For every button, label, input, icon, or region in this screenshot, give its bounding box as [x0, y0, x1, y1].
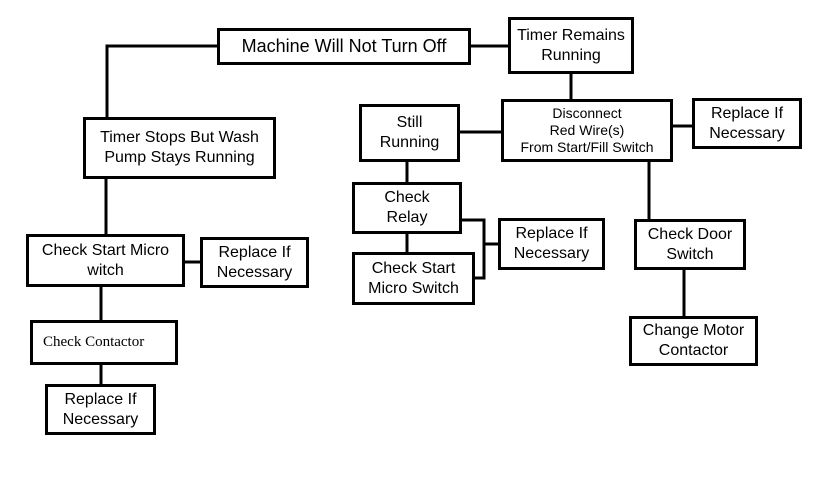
node-change-motor-contactor: Change Motor Contactor [629, 316, 758, 366]
node-check-door-switch: Check Door Switch [634, 219, 746, 270]
node-disconnect-red-wires: Disconnect Red Wire(s) From Start/Fill S… [501, 99, 673, 162]
node-check-contactor: Check Contactor [30, 320, 178, 365]
node-replace-if-necessary-bottom: Replace If Necessary [45, 384, 156, 435]
node-machine-will-not-turn-off: Machine Will Not Turn Off [217, 28, 471, 65]
node-still-running: Still Running [359, 104, 460, 162]
node-check-relay: Check Relay [352, 182, 462, 234]
node-check-start-micro-switch-left: Check Start Micro witch [26, 234, 185, 287]
node-replace-if-necessary-left: Replace If Necessary [200, 237, 309, 288]
connector-line [105, 44, 219, 118]
node-timer-stops-wash-pump-running: Timer Stops But Wash Pump Stays Running [83, 117, 276, 179]
node-timer-remains-running: Timer Remains Running [508, 17, 634, 74]
node-replace-if-necessary-right: Replace If Necessary [692, 98, 802, 149]
node-replace-if-necessary-mid: Replace If Necessary [498, 218, 605, 270]
node-check-start-micro-switch-right: Check Start Micro Switch [352, 252, 475, 305]
connector-line [461, 218, 486, 280]
